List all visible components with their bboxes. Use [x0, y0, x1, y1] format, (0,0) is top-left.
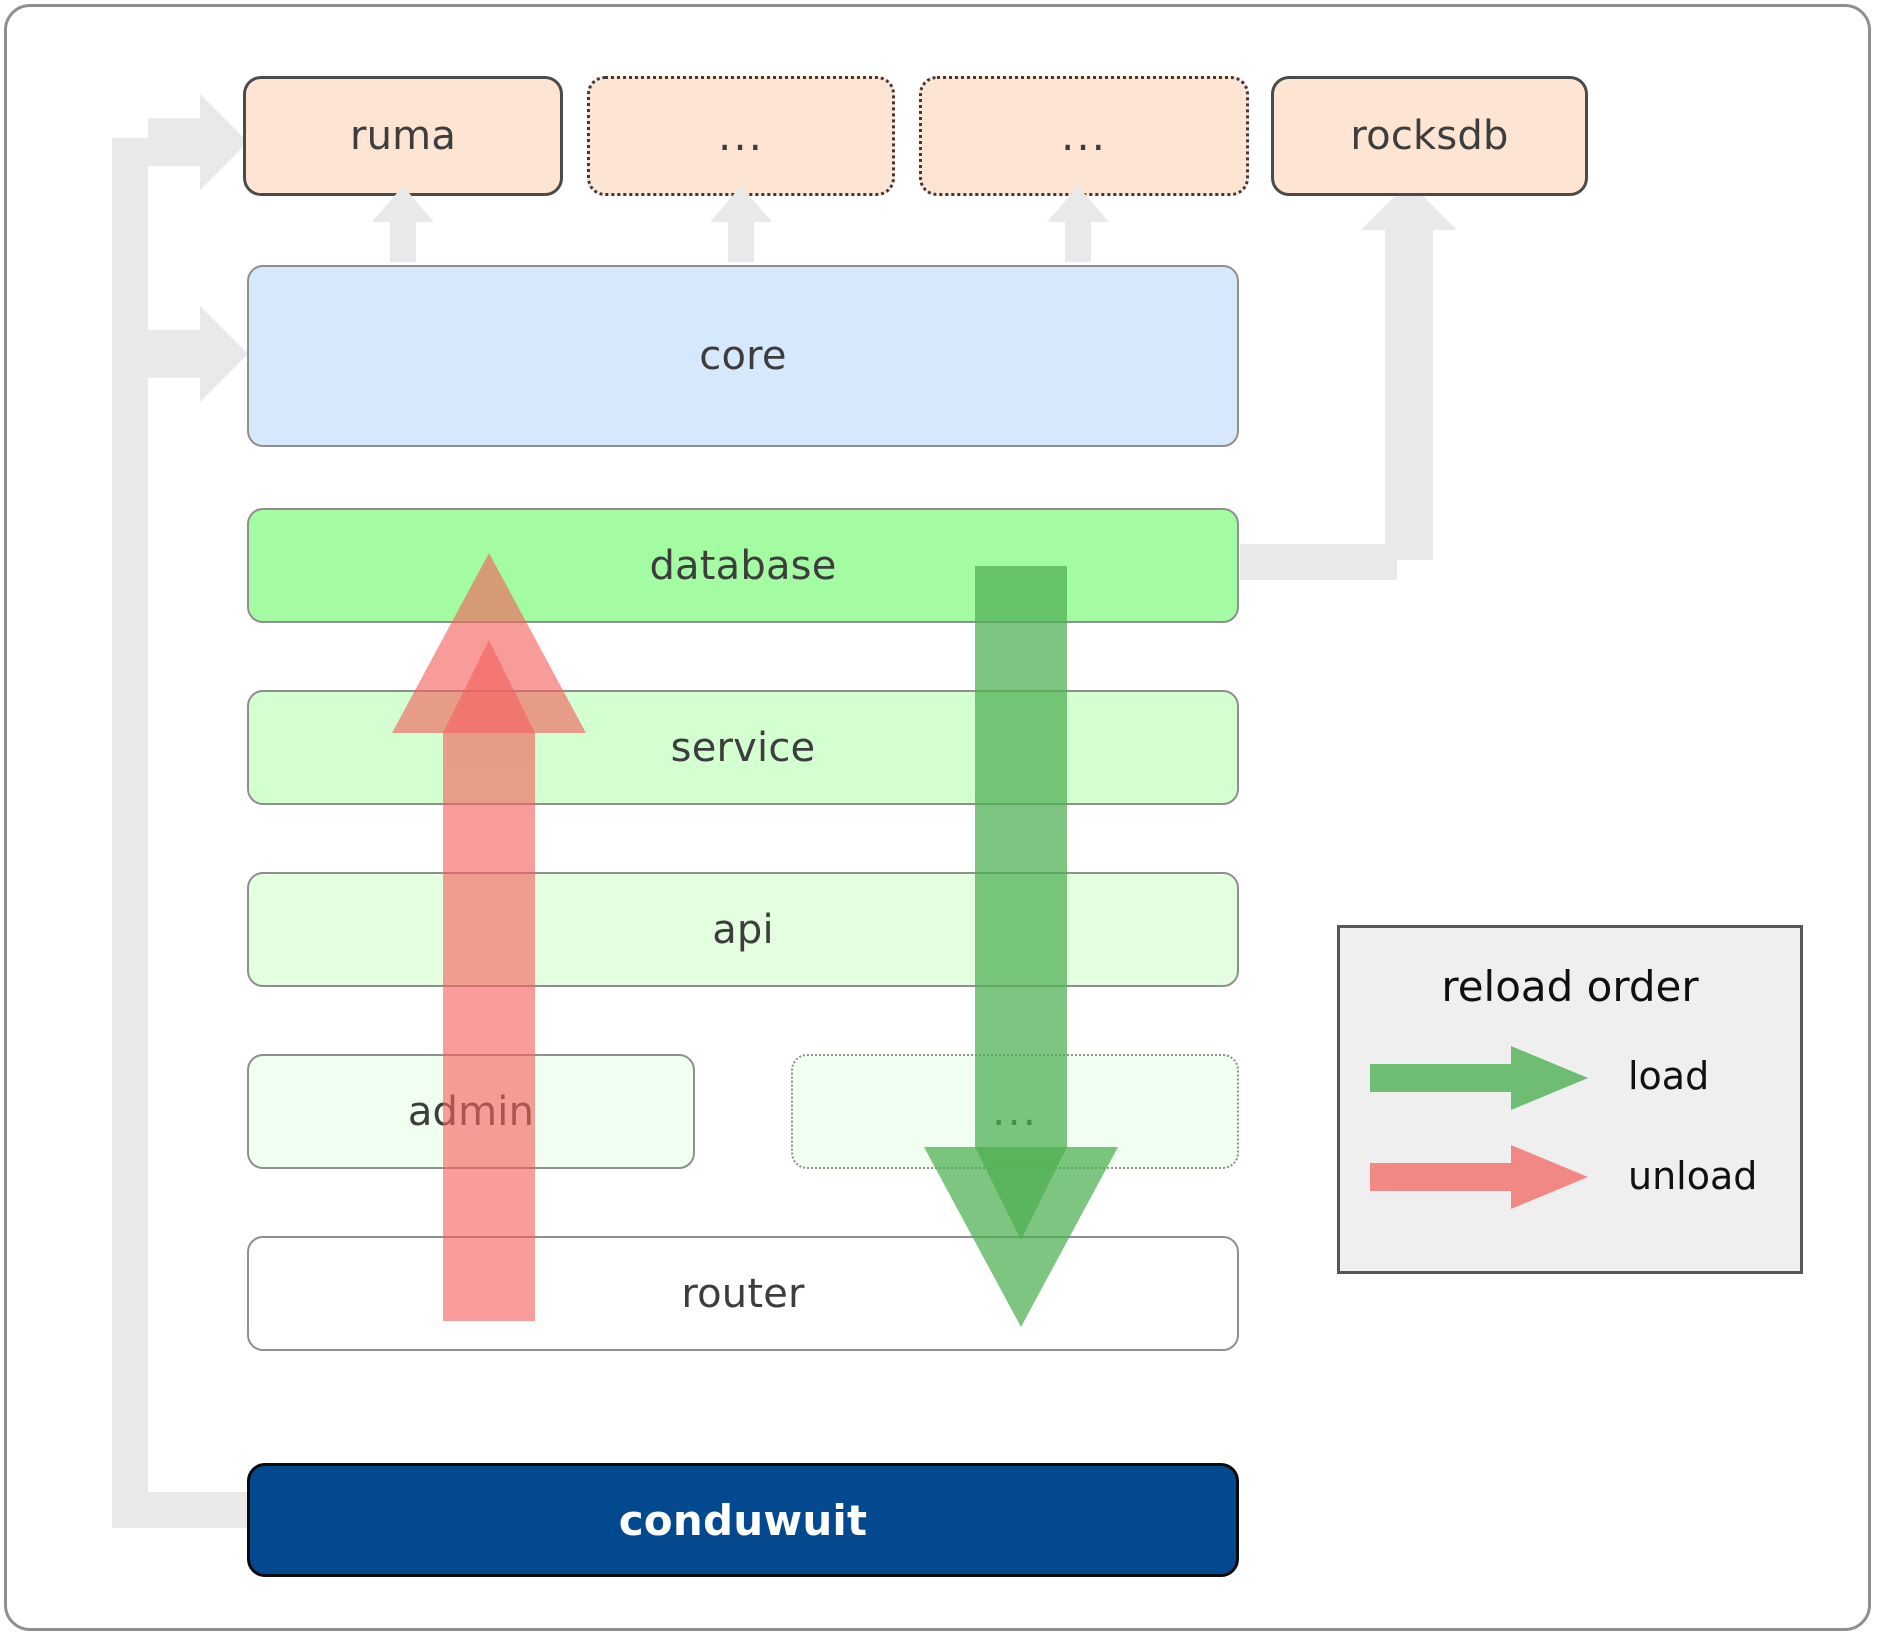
layer-service[interactable]: service — [247, 690, 1239, 805]
dep-ellipsis-1[interactable]: ... — [587, 76, 895, 196]
layer-admin[interactable]: admin — [247, 1054, 695, 1169]
legend-label-load: load — [1628, 1054, 1710, 1098]
layer-database[interactable]: database — [247, 508, 1239, 623]
layer-ellipsis-label: ... — [991, 1086, 1039, 1136]
layer-router-label: router — [681, 1270, 805, 1317]
legend-panel: reload order load unload — [1337, 925, 1803, 1274]
layer-api[interactable]: api — [247, 872, 1239, 987]
layer-core[interactable]: core — [247, 265, 1239, 447]
legend-label-unload: unload — [1628, 1154, 1758, 1198]
layer-core-label: core — [699, 333, 787, 379]
legend-load-arrow — [1370, 1046, 1588, 1110]
layer-router[interactable]: router — [247, 1236, 1239, 1351]
dep-ruma[interactable]: ruma — [243, 76, 563, 196]
layer-api-label: api — [712, 906, 774, 953]
legend-title: reload order — [1441, 962, 1699, 1011]
dep-ellipsis-1-label: ... — [717, 110, 765, 160]
legend-arrow-layer — [1370, 1046, 1588, 1209]
layer-admin-label: admin — [407, 1088, 535, 1135]
dep-rocksdb[interactable]: rocksdb — [1271, 76, 1588, 196]
dep-ellipsis-2[interactable]: ... — [919, 76, 1249, 196]
legend-unload-arrow — [1370, 1145, 1588, 1209]
diagram-frame — [4, 4, 1871, 1631]
layer-service-label: service — [670, 724, 816, 771]
layer-ellipsis[interactable]: ... — [791, 1054, 1239, 1169]
dep-ruma-label: ruma — [349, 113, 457, 159]
root-conduwuit[interactable]: conduwuit — [247, 1463, 1239, 1577]
dep-ellipsis-2-label: ... — [1060, 110, 1108, 160]
dep-rocksdb-label: rocksdb — [1350, 113, 1509, 159]
layer-database-label: database — [649, 542, 837, 589]
root-conduwuit-label: conduwuit — [618, 1495, 868, 1545]
